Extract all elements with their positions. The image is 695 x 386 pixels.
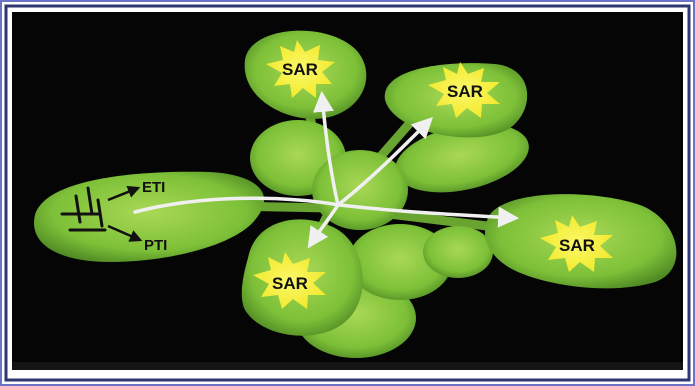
leaf-small-right [423, 226, 493, 278]
leaf-center [312, 150, 408, 230]
pti-label: PTI [144, 237, 167, 254]
sar-label-bottom-left: SAR [272, 274, 308, 293]
eti-label: ETI [142, 179, 165, 196]
sar-label-top: SAR [282, 60, 318, 79]
bottom-shadow [12, 362, 683, 370]
sar-label-upper-right: SAR [447, 82, 483, 101]
sar-label-right: SAR [559, 236, 595, 255]
